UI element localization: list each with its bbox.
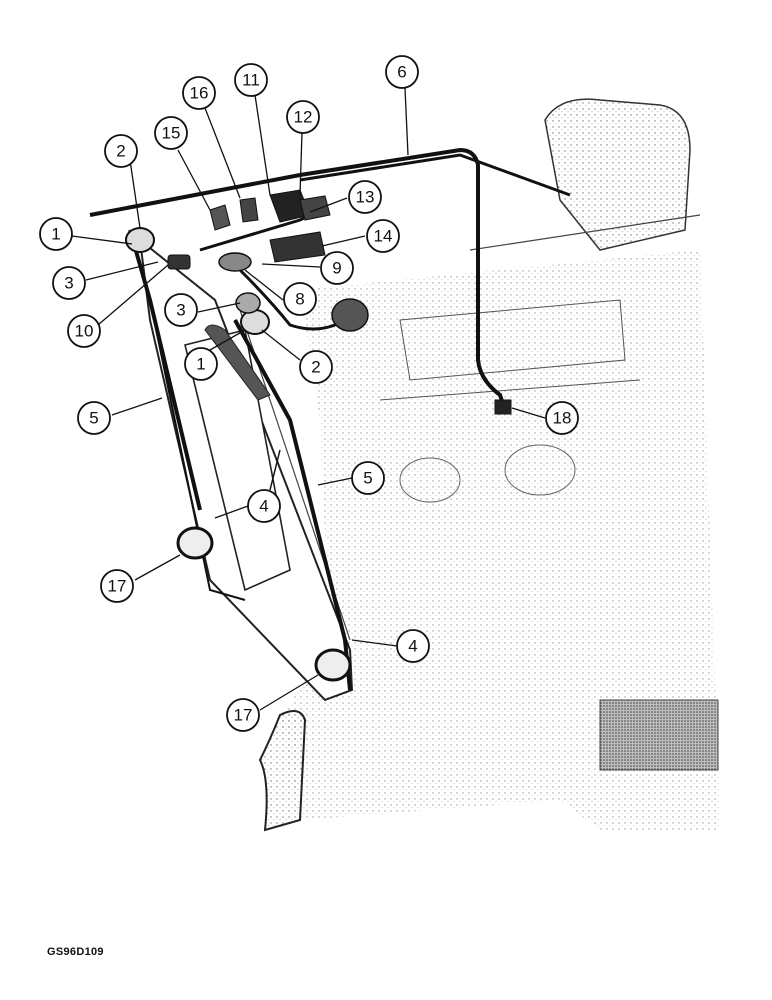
svg-text:1: 1 [51,225,60,244]
callout-10: 10 [67,314,101,348]
callout-5-left: 5 [77,401,111,435]
svg-text:4: 4 [259,497,268,516]
callout-1-upper: 1 [39,217,73,251]
callout-17-lower: 17 [226,698,260,732]
svg-text:5: 5 [363,469,372,488]
svg-text:18: 18 [553,409,572,428]
leader-lines [71,87,546,711]
figure-code: GS96D109 [47,946,104,958]
callout-4-lower: 4 [396,629,430,663]
svg-text:2: 2 [116,142,125,161]
callout-3-upper: 3 [52,266,86,300]
svg-text:10: 10 [75,322,94,341]
callout-8: 8 [283,282,317,316]
svg-text:17: 17 [234,706,253,725]
callout-18: 18 [545,401,579,435]
callout-4-upper: 4 [247,489,281,523]
callout-15: 15 [154,116,188,150]
svg-text:15: 15 [162,124,181,143]
components [125,189,512,682]
callout-3-lower: 3 [164,293,198,327]
svg-text:5: 5 [89,409,98,428]
headlight-front-upper-left [125,227,155,253]
callout-6: 6 [385,55,419,89]
svg-text:17: 17 [108,577,127,596]
callout-2-lower: 2 [299,350,333,384]
callout-13: 13 [348,180,382,214]
callout-5-right: 5 [351,461,385,495]
svg-text:12: 12 [294,108,313,127]
work-light-upper [176,526,214,560]
machine-body [258,98,720,832]
callout-14: 14 [366,219,400,253]
svg-text:6: 6 [397,63,406,82]
callout-2-upper: 2 [104,134,138,168]
svg-text:9: 9 [332,259,341,278]
callout-11: 11 [234,63,268,97]
svg-text:2: 2 [311,358,320,377]
callout-1-lower: 1 [184,347,218,381]
svg-text:4: 4 [408,637,417,656]
svg-text:8: 8 [295,290,304,309]
svg-text:11: 11 [242,71,260,90]
callouts: 1 2 3 10 15 16 11 12 6 13 14 9 8 3 1 2 5… [39,55,579,732]
svg-text:1: 1 [196,355,205,374]
svg-text:13: 13 [356,188,375,207]
work-light-lower [314,648,352,682]
svg-text:14: 14 [374,227,393,246]
wiring-harness [89,147,571,691]
callout-9: 9 [320,251,354,285]
callout-17-upper: 17 [100,569,134,603]
callout-12: 12 [286,100,320,134]
svg-text:3: 3 [64,274,73,293]
svg-text:3: 3 [176,301,185,320]
svg-text:16: 16 [190,84,209,103]
callout-16: 16 [182,76,216,110]
